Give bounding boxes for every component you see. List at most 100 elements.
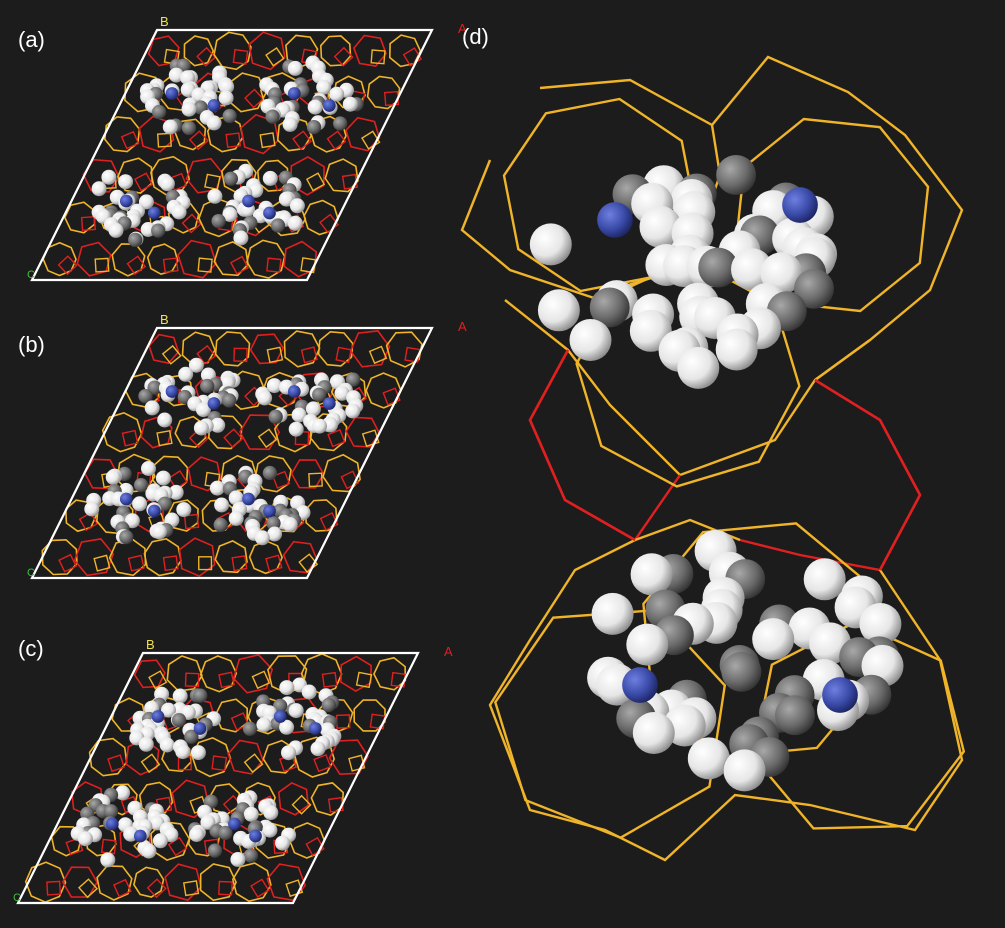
framework-ring <box>341 173 358 190</box>
axis-label-a: A <box>458 21 467 36</box>
framework-ring <box>73 538 115 577</box>
framework-ring <box>385 331 423 368</box>
framework-ring <box>213 241 249 277</box>
atom-hydrogen <box>152 833 168 849</box>
atom-carbon <box>151 223 166 238</box>
framework-ring <box>140 415 173 449</box>
framework-ring <box>244 88 265 109</box>
atom-nitrogen <box>193 722 207 735</box>
atom-hydrogen <box>161 702 176 718</box>
framework-ring <box>182 880 200 897</box>
atom-hydrogen <box>195 402 211 418</box>
atom-hydrogen <box>591 592 634 635</box>
atom-hydrogen <box>287 215 303 231</box>
atom-carbon <box>138 388 153 404</box>
atom-hydrogen <box>323 417 338 433</box>
framework-ring <box>251 670 271 690</box>
atom-hydrogen <box>209 480 225 496</box>
sda-molecules <box>84 357 364 546</box>
framework-ring <box>214 698 249 733</box>
atom-hydrogen <box>151 524 167 540</box>
atom-hydrogen <box>222 207 238 222</box>
framework-ring <box>181 213 202 234</box>
atom-hydrogen <box>157 412 173 428</box>
atom-carbon <box>103 804 119 819</box>
framework-ring <box>133 866 165 898</box>
atom-nitrogen <box>822 677 858 713</box>
framework-ring <box>120 130 140 150</box>
atom-hydrogen <box>752 618 795 661</box>
framework-ring <box>265 554 283 572</box>
atom-carbon <box>321 697 336 713</box>
framework-ring <box>345 416 381 448</box>
atom-hydrogen <box>118 174 134 190</box>
atom-carbon <box>213 517 228 533</box>
framework-ring <box>361 130 381 150</box>
sda-molecule <box>209 465 311 546</box>
framework-ring <box>107 754 125 773</box>
atom-hydrogen <box>687 737 730 780</box>
framework-ring <box>163 48 180 65</box>
cage-ring <box>493 608 727 840</box>
panel-label-d: (d) <box>462 24 489 49</box>
atom-nitrogen <box>207 99 221 112</box>
axis-label-c: C <box>27 567 35 579</box>
framework-ring <box>156 132 172 148</box>
framework-ring <box>282 540 318 574</box>
atom-nitrogen <box>165 87 179 100</box>
panel-d-cage-detail <box>460 55 966 862</box>
framework-ring <box>326 130 347 151</box>
framework-ring <box>390 671 407 688</box>
framework-ring <box>277 781 310 816</box>
framework-ring <box>199 863 237 902</box>
atom-hydrogen <box>230 852 246 867</box>
atom-hydrogen <box>155 470 171 486</box>
unit-cell-edge <box>16 651 420 905</box>
sda-molecule <box>70 785 179 868</box>
atom-carbon <box>171 712 187 728</box>
framework-ring <box>164 863 202 902</box>
atom-hydrogen <box>115 785 131 801</box>
atom-hydrogen <box>178 366 194 382</box>
atom-hydrogen <box>141 843 157 859</box>
atom-hydrogen <box>279 680 295 696</box>
framework-ring <box>184 672 200 688</box>
framework-ring <box>121 429 139 447</box>
framework-ring <box>370 49 386 65</box>
atom-hydrogen <box>171 204 187 220</box>
framework-ring <box>285 879 304 898</box>
atom-carbon <box>775 695 815 736</box>
sda-molecule <box>259 55 364 135</box>
atom-hydrogen <box>254 530 270 546</box>
framework-ring <box>214 331 251 367</box>
atom-carbon <box>181 120 197 136</box>
axis-label-b: B <box>160 312 169 327</box>
framework-ring <box>218 671 235 689</box>
framework-ring <box>116 157 154 194</box>
atom-hydrogen <box>100 852 116 868</box>
framework-ring <box>78 511 99 532</box>
atom-hydrogen <box>291 407 307 423</box>
framework-ring <box>58 553 78 573</box>
framework-ring <box>204 471 221 488</box>
framework-ring <box>76 241 112 277</box>
zeolite-framework <box>24 653 407 903</box>
atom-hydrogen <box>263 805 279 821</box>
atom-hydrogen <box>141 461 156 476</box>
atom-hydrogen <box>243 806 259 822</box>
framework-ring <box>93 554 111 572</box>
atom-carbon <box>333 116 348 131</box>
framework-ring <box>88 737 128 777</box>
atom-carbon <box>243 848 259 863</box>
atom-hydrogen <box>159 176 175 192</box>
framework-ring <box>310 782 345 816</box>
framework-ring <box>373 656 407 691</box>
atom-hydrogen <box>632 712 675 754</box>
framework-ring <box>402 47 423 67</box>
atom-carbon <box>222 108 237 124</box>
framework-ring <box>348 754 366 772</box>
atom-hydrogen <box>281 745 296 761</box>
atom-hydrogen <box>639 205 682 248</box>
framework-ring <box>204 173 221 191</box>
framework-ring <box>127 554 145 572</box>
